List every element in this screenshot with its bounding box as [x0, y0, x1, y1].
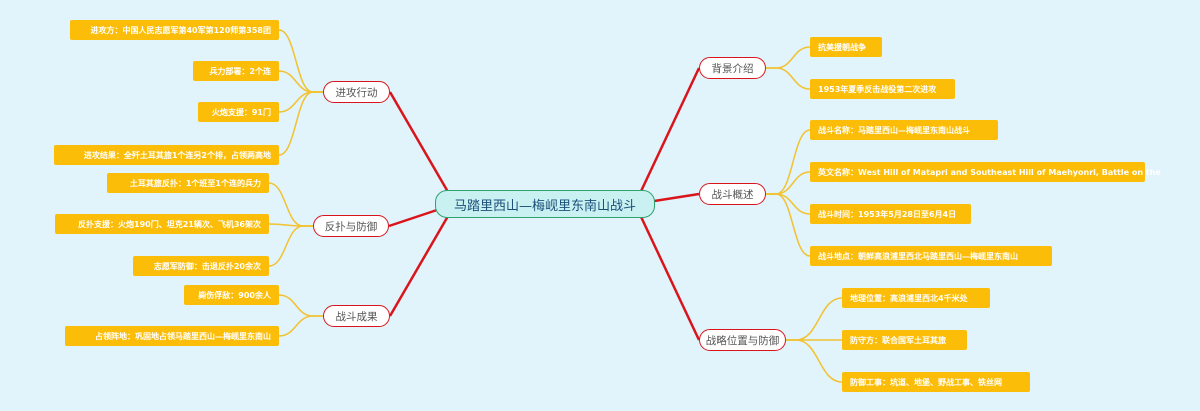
leaf-link: [766, 67, 811, 90]
leaf-troop-deployment[interactable]: 兵力部署：2个连: [193, 61, 279, 81]
main-link: [633, 67, 701, 205]
leaf-link: [766, 171, 811, 195]
leaf-link: [278, 29, 323, 93]
leaf-battle-name[interactable]: 战斗名称：马踏里西山—梅岘里东南山战斗: [810, 120, 998, 140]
leaf-geographic-location[interactable]: 地理位置：高浪浦里西北4千米处: [842, 288, 990, 308]
leaf-link: [786, 339, 843, 383]
main-link: [388, 91, 457, 205]
leaf-english-name[interactable]: 英文名称：West Hill of Matapri and Southeast …: [810, 162, 1161, 182]
leaf-battle-location[interactable]: 战斗地点：朝鲜高浪浦里西北马踏里西山—梅岘里东南山: [810, 246, 1052, 266]
leaf-link: [766, 193, 811, 257]
leaf-link: [766, 129, 811, 195]
leaf-attack-result[interactable]: 进攻结果：全歼土耳其旅1个连另2个排，占领两高地: [54, 145, 279, 165]
branch-strategic-position[interactable]: 战略位置与防御: [699, 329, 786, 351]
leaf-battle-time[interactable]: 战斗时间：1953年5月28日至6月4日: [810, 204, 971, 224]
leaf-summer-offensive[interactable]: 1953年夏季反击战役第二次进攻: [810, 79, 955, 99]
leaf-defender[interactable]: 防守方：联合国军土耳其旅: [842, 330, 967, 350]
main-link: [388, 203, 457, 317]
leaf-link: [268, 182, 313, 227]
leaf-link: [766, 193, 811, 215]
leaf-korean-war[interactable]: 抗美援朝战争: [810, 37, 882, 57]
branch-background[interactable]: 背景介绍: [699, 57, 766, 79]
leaf-link: [278, 70, 323, 93]
leaf-link: [766, 46, 811, 69]
leaf-casualties[interactable]: 毙伤俘敌：900余人: [184, 285, 279, 305]
branch-counterattack-defense[interactable]: 反扑与防御: [313, 215, 389, 237]
branch-attack-action[interactable]: 进攻行动: [323, 81, 390, 103]
leaf-position-occupied[interactable]: 占领阵地：巩固地占领马踏里西山—梅岘里东南山: [65, 326, 279, 346]
leaf-counterattack-support[interactable]: 反扑支援：火炮190门、坦克21辆次、飞机36架次: [55, 214, 269, 234]
main-link: [633, 203, 701, 341]
leaf-link: [278, 91, 323, 156]
leaf-fortifications[interactable]: 防御工事：坑道、地堡、野战工事、铁丝网: [842, 372, 1030, 392]
leaf-link: [268, 225, 313, 267]
leaf-attacker[interactable]: 进攻方：中国人民志愿军第40军第120师第358团: [70, 20, 279, 40]
leaf-turkish-counterattack[interactable]: 土耳其旅反扑：1个班至1个连的兵力: [107, 173, 269, 193]
leaf-link: [278, 294, 323, 317]
leaf-link: [278, 315, 323, 337]
branch-overview[interactable]: 战斗概述: [699, 183, 766, 205]
leaf-link: [786, 297, 843, 341]
leaf-volunteer-defense[interactable]: 志愿军防御：击退反扑20余次: [133, 256, 269, 276]
branch-battle-results[interactable]: 战斗成果: [323, 305, 390, 327]
leaf-artillery-support[interactable]: 火炮支援：91门: [198, 102, 279, 122]
root-topic[interactable]: 马踏里西山—梅岘里东南山战斗: [435, 190, 655, 218]
